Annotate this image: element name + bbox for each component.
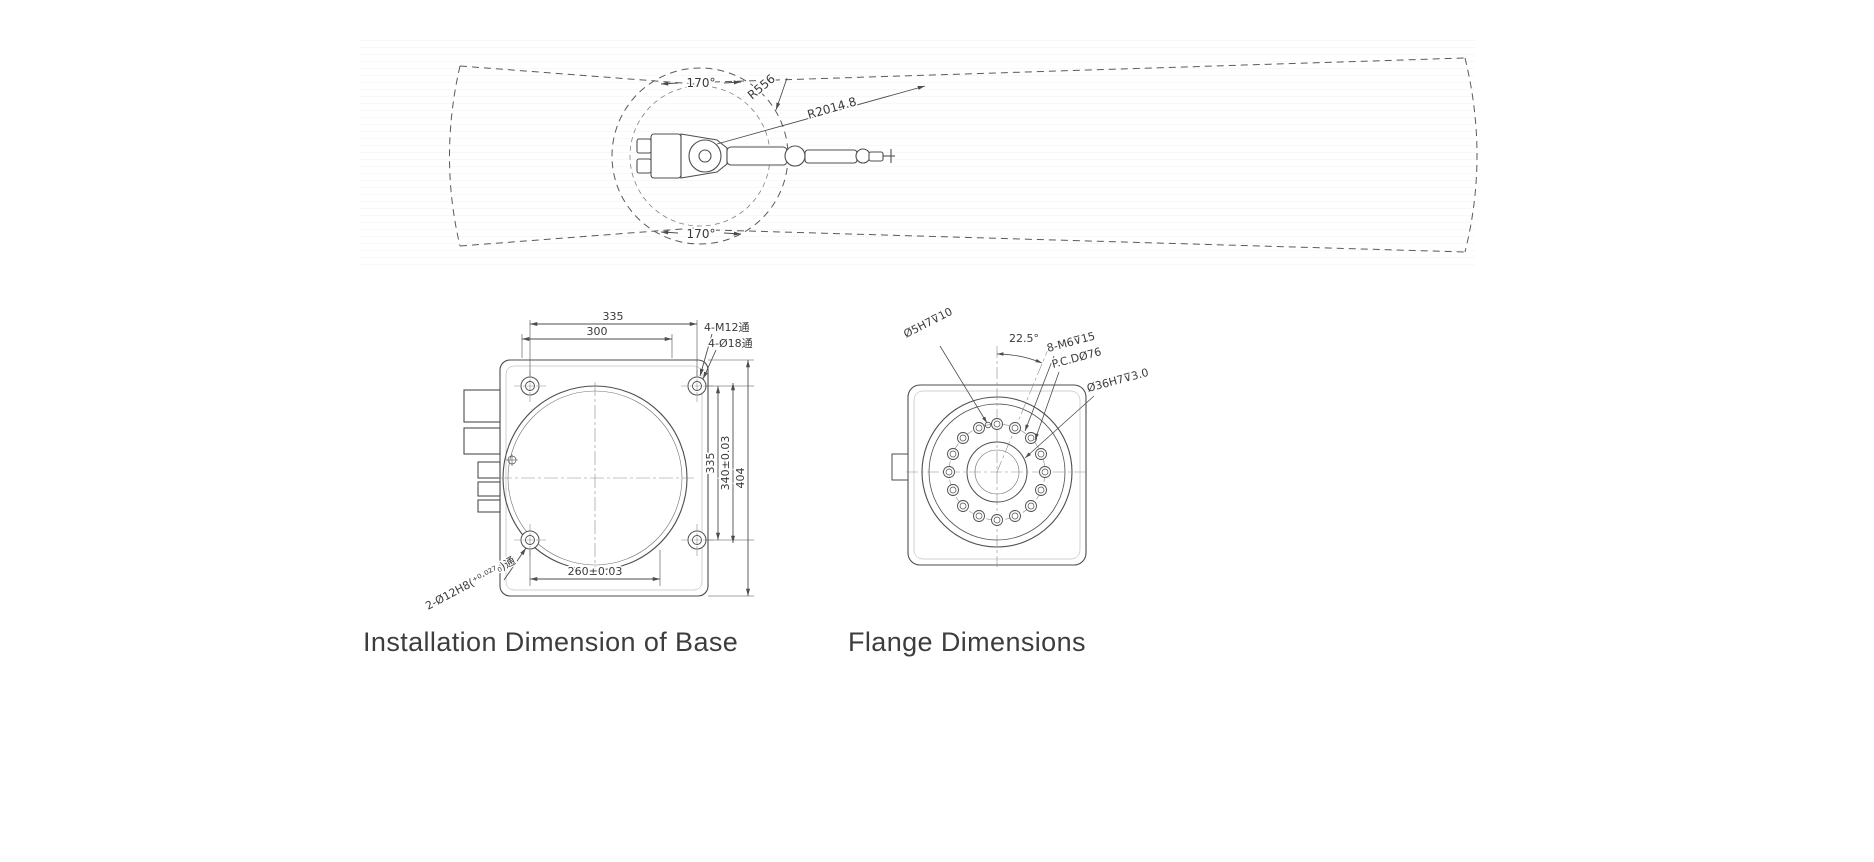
- dim-335-top: 335: [603, 310, 624, 323]
- dim-340-right: 340±0.03: [719, 436, 732, 491]
- dowel-hole: [984, 421, 992, 429]
- robot-top-silhouette: [636, 133, 895, 179]
- radius-inner-label: R556: [745, 72, 778, 103]
- radius-outer-label: R2014.8: [806, 94, 858, 121]
- flange-drawing: Ø5H7⊽10 22.5° 8-M6⊽15 P.C.DØ76 Ø36H7⊽3.0: [891, 304, 1152, 567]
- radius-outer-leader: [716, 85, 926, 145]
- dim-22-5-angle: 22.5°: [1009, 332, 1039, 345]
- flange-dimension-lines: [939, 345, 1095, 459]
- flange-drawing-caption: Flange Dimensions: [848, 627, 1086, 657]
- label-center-bore: Ø36H7⊽3.0: [1085, 366, 1150, 395]
- label-4-d18: 4-Ø18通: [708, 337, 753, 350]
- angle-bottom-label: 170°: [687, 227, 716, 241]
- angle-dim-line: [660, 230, 679, 235]
- angle-dim-line: [723, 231, 742, 236]
- radius-inner-leader: [775, 77, 788, 111]
- base-dimension-lines: [503, 321, 751, 596]
- base-corner-holes: [513, 369, 714, 557]
- flange-centerlines: [906, 346, 1088, 567]
- label-4-m12: 4-M12通: [704, 321, 749, 334]
- scan-lines-background: [360, 40, 1475, 268]
- dim-260-bottom: 260±0.03: [568, 565, 623, 578]
- top-view-dimensions: [660, 77, 926, 236]
- flange-bolt-holes: [943, 418, 1051, 526]
- dim-335-right: 335: [704, 453, 717, 474]
- dim-300-top: 300: [587, 325, 608, 338]
- working-range-top-view: 170° 170° R556 R2014.8: [449, 57, 1478, 253]
- base-drawing-caption: Installation Dimension of Base: [363, 627, 739, 657]
- label-dowel-hole: Ø5H7⊽10: [901, 305, 954, 341]
- angle-top-label: 170°: [687, 76, 716, 90]
- flange-housing-outline: [891, 384, 1087, 566]
- angle-dim-line: [660, 81, 679, 86]
- base-plate-outline: [463, 359, 709, 597]
- work-envelope-outline: [449, 57, 1478, 253]
- label-pin-holes: 2-Ø12H8(⁺⁰·⁰²⁷₀)通: [423, 554, 517, 612]
- base-centerlines: [498, 382, 694, 576]
- base-installation-drawing: 335 300 4-M12通 4-Ø18通 335 340±0.03 404 2…: [422, 309, 754, 615]
- angle-dim-line: [723, 80, 742, 85]
- dim-404-right: 404: [734, 468, 747, 489]
